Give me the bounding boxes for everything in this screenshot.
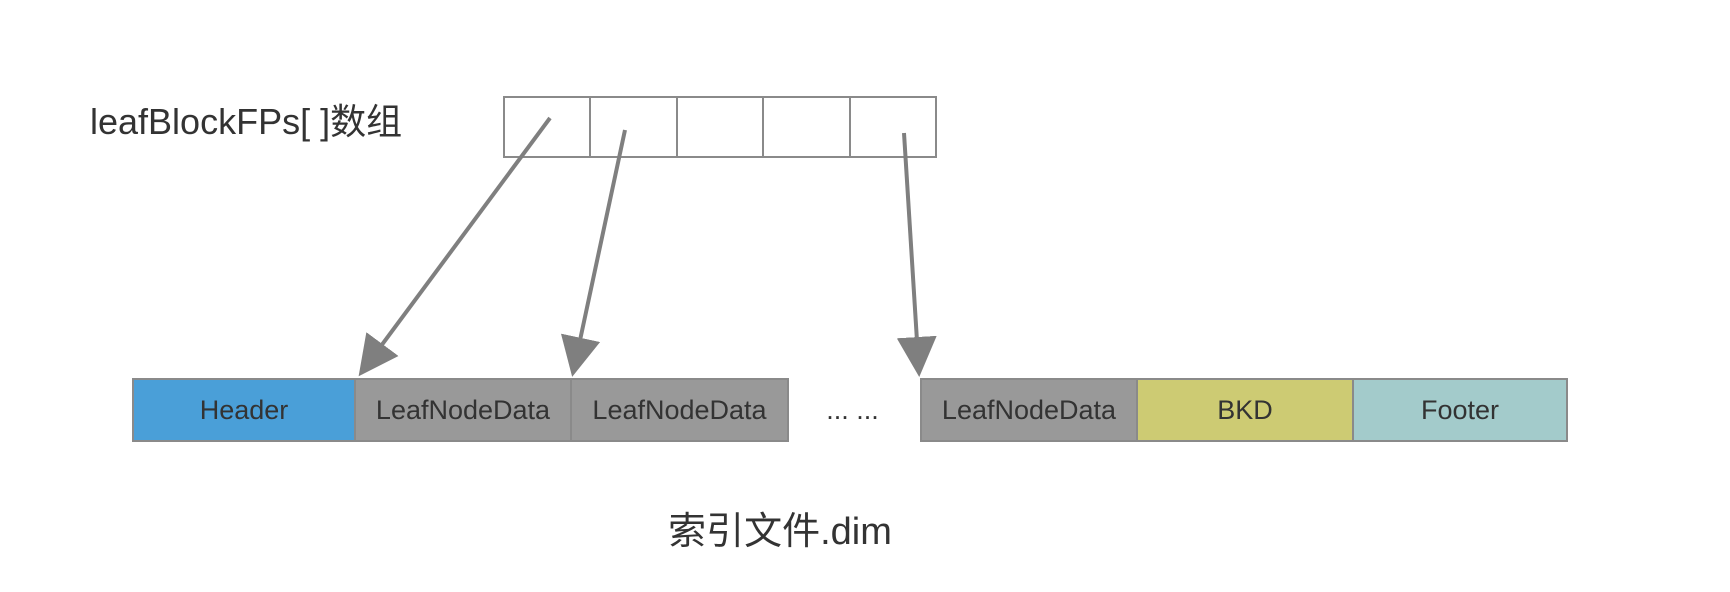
file-segments-right: LeafNodeData BKD Footer: [920, 378, 1568, 442]
array-cell-5: [851, 98, 935, 156]
array-cell-3: [678, 98, 765, 156]
file-caption: 索引文件.dim: [668, 511, 892, 553]
segments-ellipsis: ... ...: [826, 394, 879, 425]
leaf-node-data-label-3: LeafNodeData: [941, 394, 1117, 425]
leaf-node-data-label-2: LeafNodeData: [592, 394, 767, 425]
header-segment: Header: [132, 378, 356, 442]
leaf-node-data-segment-3: LeafNodeData: [920, 378, 1138, 442]
arrow-to-second-leaf: [560, 129, 627, 377]
bkd-segment: BKD: [1136, 378, 1354, 442]
array-cell-4: [764, 98, 851, 156]
leaf-block-fps-array: [503, 96, 937, 158]
footer-segment-label: Footer: [1420, 394, 1500, 425]
leaf-node-data-label-1: LeafNodeData: [375, 394, 551, 425]
array-label: leafBlockFPs[ ]数组: [90, 101, 403, 142]
array-cell-2: [591, 98, 678, 156]
bkd-segment-label: BKD: [1217, 394, 1273, 425]
footer-segment: Footer: [1352, 378, 1568, 442]
arrow-to-last-leaf: [896, 132, 937, 377]
array-cell-1: [505, 98, 592, 156]
file-segments-left: Header LeafNodeData LeafNodeData: [132, 378, 789, 442]
leaf-node-data-segment-1: LeafNodeData: [354, 378, 572, 442]
header-segment-label: Header: [199, 394, 289, 425]
leaf-node-data-segment-2: LeafNodeData: [570, 378, 789, 442]
